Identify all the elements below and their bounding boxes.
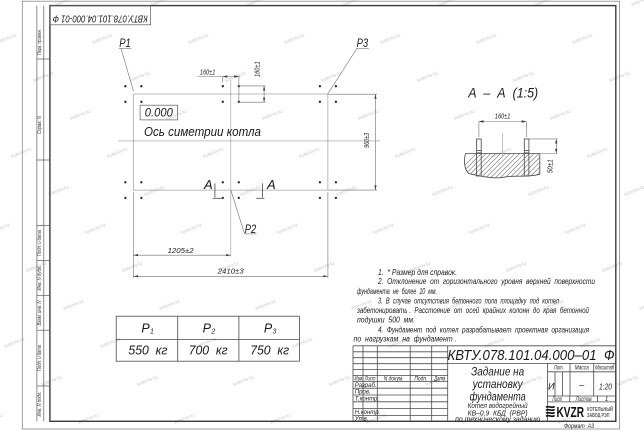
- svg-text:по техническому заданию: по техническому заданию: [455, 415, 541, 423]
- svg-text:–: –: [578, 380, 585, 390]
- svg-text:Взам. инв. N: Взам. инв. N: [37, 300, 43, 325]
- svg-text:1: 1: [150, 328, 154, 335]
- svg-text:750 кг: 750 кг: [250, 343, 290, 358]
- svg-text:Р: Р: [264, 321, 273, 335]
- svg-text:160±1: 160±1: [200, 68, 216, 77]
- svg-text:подушки 500 мм.: подушки 500 мм.: [357, 315, 415, 324]
- svg-text:Формат А3: Формат А3: [564, 424, 595, 430]
- svg-text:Масштаб: Масштаб: [595, 366, 614, 372]
- svg-text:2. Отклонение от горизонтал: 2. Отклонение от горизонтального уровня …: [377, 277, 595, 286]
- svg-text:И: И: [548, 382, 555, 392]
- svg-text:Подп.: Подп.: [414, 376, 427, 382]
- svg-text:160±1: 160±1: [495, 112, 511, 121]
- svg-text:P1: P1: [119, 36, 131, 50]
- svg-text:Р: Р: [141, 321, 150, 335]
- svg-text:КВТУ.078.101.04.000–01 Ф: КВТУ.078.101.04.000–01 Ф: [448, 347, 615, 364]
- svg-text:установку: установку: [472, 379, 524, 391]
- svg-text:КВТУ.078.101.04.000-01 Ф: КВТУ.078.101.04.000-01 Ф: [53, 13, 148, 25]
- svg-text:Перв. примен.: Перв. примен.: [37, 29, 43, 55]
- svg-text:1. * Размер для справок.: 1. * Размер для справок.: [378, 268, 457, 277]
- svg-text:Инв. N дубл.: Инв. N дубл.: [37, 266, 43, 291]
- svg-text:160±1: 160±1: [252, 61, 261, 77]
- svg-text:А: А: [203, 177, 213, 192]
- svg-text:P3: P3: [357, 36, 369, 50]
- svg-text:Подп. и дата: Подп. и дата: [37, 230, 43, 256]
- svg-text:Ось симетрии котла: Ось симетрии котла: [144, 125, 261, 139]
- svg-text:Справ. N: Справ. N: [37, 116, 43, 134]
- svg-text:А – А (1:5): А – А (1:5): [467, 85, 538, 101]
- svg-text:Подп. и дата: Подп. и дата: [37, 345, 43, 371]
- svg-text:Листов: Листов: [575, 397, 592, 403]
- svg-text:Разраб.: Разраб.: [355, 383, 377, 389]
- svg-text:Утв.: Утв.: [354, 417, 369, 423]
- svg-text:Пров.: Пров.: [355, 390, 371, 396]
- svg-text:3: 3: [273, 328, 277, 335]
- svg-text:Дата: Дата: [434, 376, 446, 382]
- svg-text:фундамента: фундамента: [470, 392, 526, 404]
- svg-text:фундамента не более 10 мм.: фундамента не более 10 мм.: [357, 287, 437, 296]
- svg-text:ЗАВОД РЭП: ЗАВОД РЭП: [587, 413, 610, 419]
- svg-text:А: А: [266, 177, 276, 192]
- svg-text:KVZR: KVZR: [557, 404, 585, 421]
- svg-text:Н.контр.: Н.контр.: [355, 410, 380, 416]
- svg-text:Лист: Лист: [552, 397, 563, 403]
- svg-text:Лит.: Лит.: [553, 366, 564, 372]
- svg-text:Котел водогрейный: Котел водогрейный: [468, 402, 528, 410]
- svg-text:Т.контр.: Т.контр.: [355, 397, 379, 403]
- svg-text:3. В случае отсутствия бет: 3. В случае отсутствия бетонного пола пл…: [378, 297, 559, 306]
- svg-text:КОТЕЛЬНЫЙ: КОТЕЛЬНЫЙ: [587, 405, 613, 413]
- svg-text:1:20: 1:20: [599, 381, 612, 391]
- svg-text:50±1: 50±1: [546, 159, 555, 173]
- svg-text:550 кг: 550 кг: [128, 343, 168, 358]
- svg-text:kotel-kv.kz: kotel-kv.kz: [631, 0, 644, 7]
- svg-text:700 кг: 700 кг: [189, 343, 229, 358]
- svg-text:Задание на: Задание на: [471, 366, 524, 378]
- svg-text:0.000: 0.000: [145, 106, 173, 120]
- svg-text:2: 2: [210, 328, 215, 335]
- svg-text:КВ–0,9 КБД (РВР): КВ–0,9 КБД (РВР): [468, 410, 528, 417]
- svg-text:kotel-kv.kz: kotel-kv.kz: [0, 222, 11, 235]
- svg-text:4. Фундамент под котел раз: 4. Фундамент под котел разрабатывает про…: [378, 325, 590, 334]
- svg-text:1205±2: 1205±2: [168, 246, 195, 255]
- svg-text:P2: P2: [245, 222, 257, 236]
- svg-text:Р: Р: [203, 321, 212, 335]
- svg-text:Инв. N подл.: Инв. N подл.: [37, 392, 43, 417]
- svg-text:2410±3: 2410±3: [217, 266, 245, 275]
- svg-text:N докум.: N докум.: [384, 376, 404, 382]
- svg-text:1: 1: [605, 397, 608, 403]
- svg-text:kotel-kv.kz: kotel-kv.kz: [639, 298, 644, 311]
- svg-text:960±3: 960±3: [362, 132, 371, 148]
- svg-text:забетонировать . Расстояние: забетонировать . Расстояние от осей край…: [356, 306, 589, 315]
- svg-text:по нагрузкам на фундамент .: по нагрузкам на фундамент .: [354, 335, 457, 344]
- svg-text:Изм. Лист: Изм. Лист: [355, 376, 376, 382]
- svg-text:Масса: Масса: [575, 366, 590, 372]
